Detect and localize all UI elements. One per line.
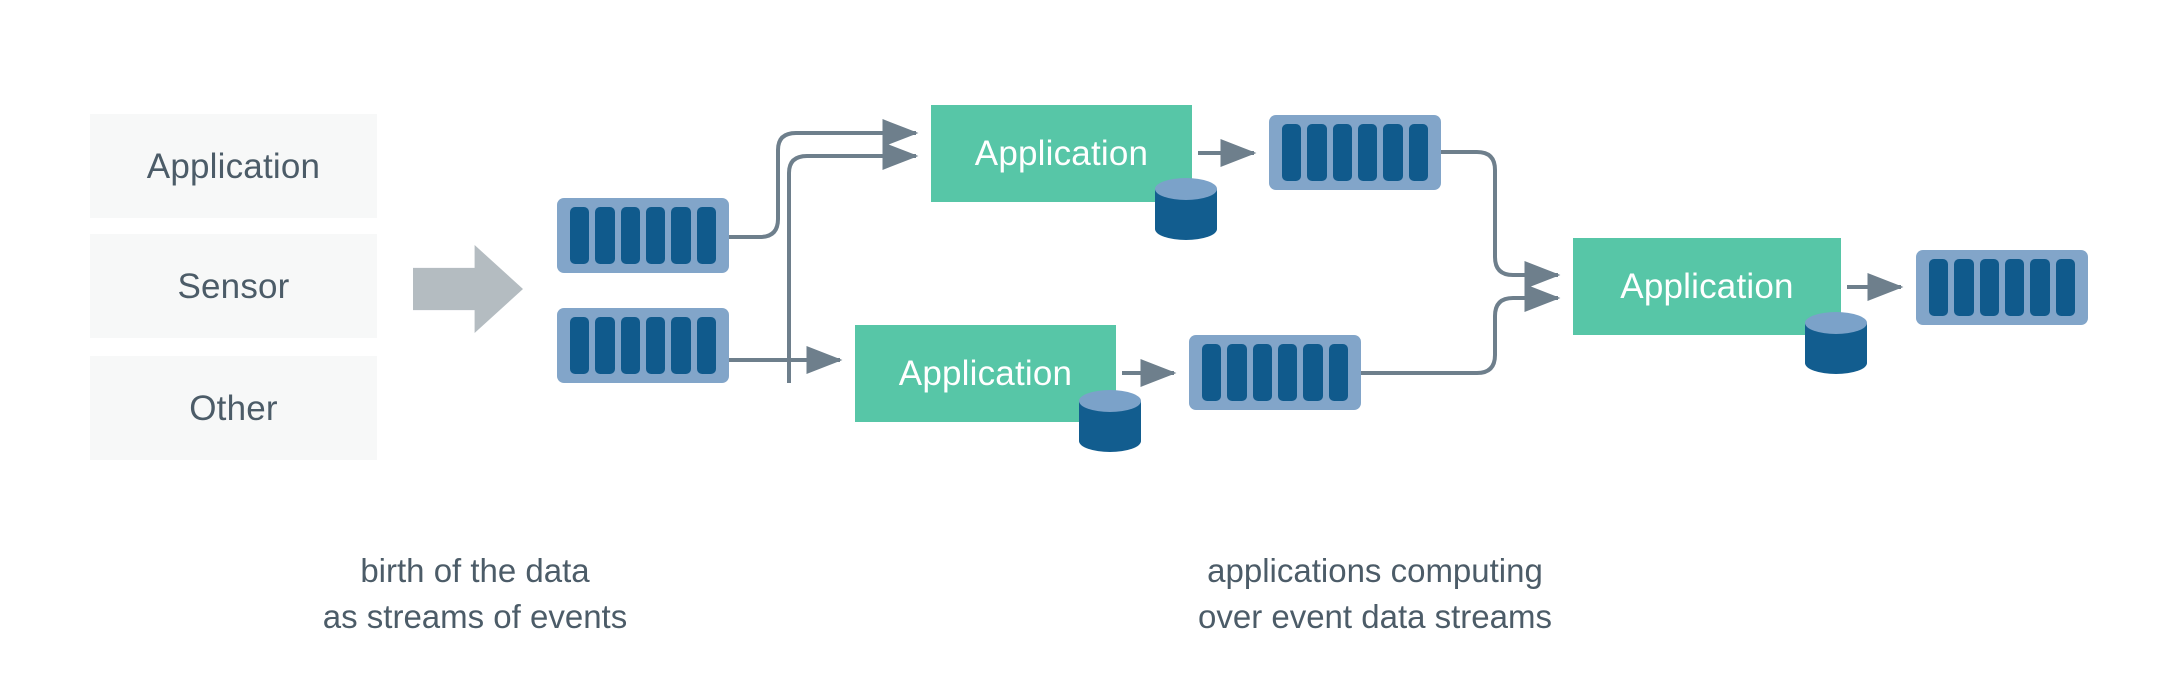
application-middle[interactable]: Application (855, 325, 1116, 422)
connector-top-stream-to-app-top (729, 119, 919, 239)
stream-bar (1328, 344, 1348, 401)
stream-bar (1303, 344, 1323, 401)
database-icon (1805, 312, 1867, 374)
stream-bar (1929, 259, 1949, 316)
source-stream-top[interactable] (557, 198, 729, 273)
stream-bar (1252, 344, 1272, 401)
stream-bar (1408, 124, 1428, 181)
application-label: Application (898, 354, 1073, 393)
cylinder-top (1805, 312, 1867, 334)
stream-bar (570, 317, 590, 374)
stream-bar (1954, 259, 1974, 316)
application-final[interactable]: Application (1573, 238, 1841, 335)
stream-bar (645, 207, 666, 264)
stream-bar (1383, 124, 1403, 181)
source-label: Sensor (177, 266, 290, 306)
stream-bar (696, 317, 716, 374)
stream-bar (2055, 259, 2075, 316)
stream-from-app-top[interactable] (1269, 115, 1441, 190)
database-icon (1079, 390, 1141, 452)
stream-bar (1277, 344, 1298, 401)
stream-bar (671, 207, 691, 264)
stream-bar (1227, 344, 1247, 401)
caption-left-line2: as streams of events (322, 597, 628, 635)
stream-bar (570, 207, 590, 264)
stream-bar (671, 317, 691, 374)
caption-right-line1: applications computing (1207, 552, 1543, 589)
application-label: Application (1620, 267, 1794, 306)
stream-bar (1282, 124, 1302, 181)
connector-stream-middle-to-app-final (1361, 284, 1561, 375)
source-box-other[interactable]: Other (90, 356, 377, 460)
caption-right: applications computing over event data s… (1085, 548, 1665, 639)
source-label: Application (146, 146, 321, 186)
stream-bar (1979, 259, 1999, 316)
caption-right-line2: over event data streams (1197, 597, 1552, 635)
source-box-sensor[interactable]: Sensor (90, 234, 377, 338)
stream-bar (696, 207, 716, 264)
source-box-application[interactable]: Application (90, 114, 377, 218)
cylinder-top (1079, 390, 1141, 412)
stream-from-app-middle[interactable] (1189, 335, 1361, 410)
connector-stream-top-to-app-final (1441, 150, 1561, 289)
stream-bar (1307, 124, 1327, 181)
stream-bar (620, 317, 640, 374)
application-top[interactable]: Application (931, 105, 1192, 202)
source-stream-bottom[interactable] (557, 308, 729, 383)
stream-bar (1202, 344, 1222, 401)
caption-left-line1: birth of the data (360, 552, 590, 589)
application-label: Application (974, 134, 1149, 173)
ingest-arrow-icon (413, 245, 523, 333)
source-label: Other (189, 388, 278, 428)
stream-final-output[interactable] (1916, 250, 2088, 325)
stream-bar (2004, 259, 2025, 316)
cylinder-top (1155, 178, 1217, 200)
stream-bar (620, 207, 640, 264)
stream-bar (595, 317, 615, 374)
stream-bar (1332, 124, 1352, 181)
caption-left: birth of the data as streams of events (185, 548, 765, 639)
stream-bar (2030, 259, 2050, 316)
stream-bar (1357, 124, 1378, 181)
stream-bar (595, 207, 615, 264)
database-icon (1155, 178, 1217, 240)
stream-bar (645, 317, 666, 374)
